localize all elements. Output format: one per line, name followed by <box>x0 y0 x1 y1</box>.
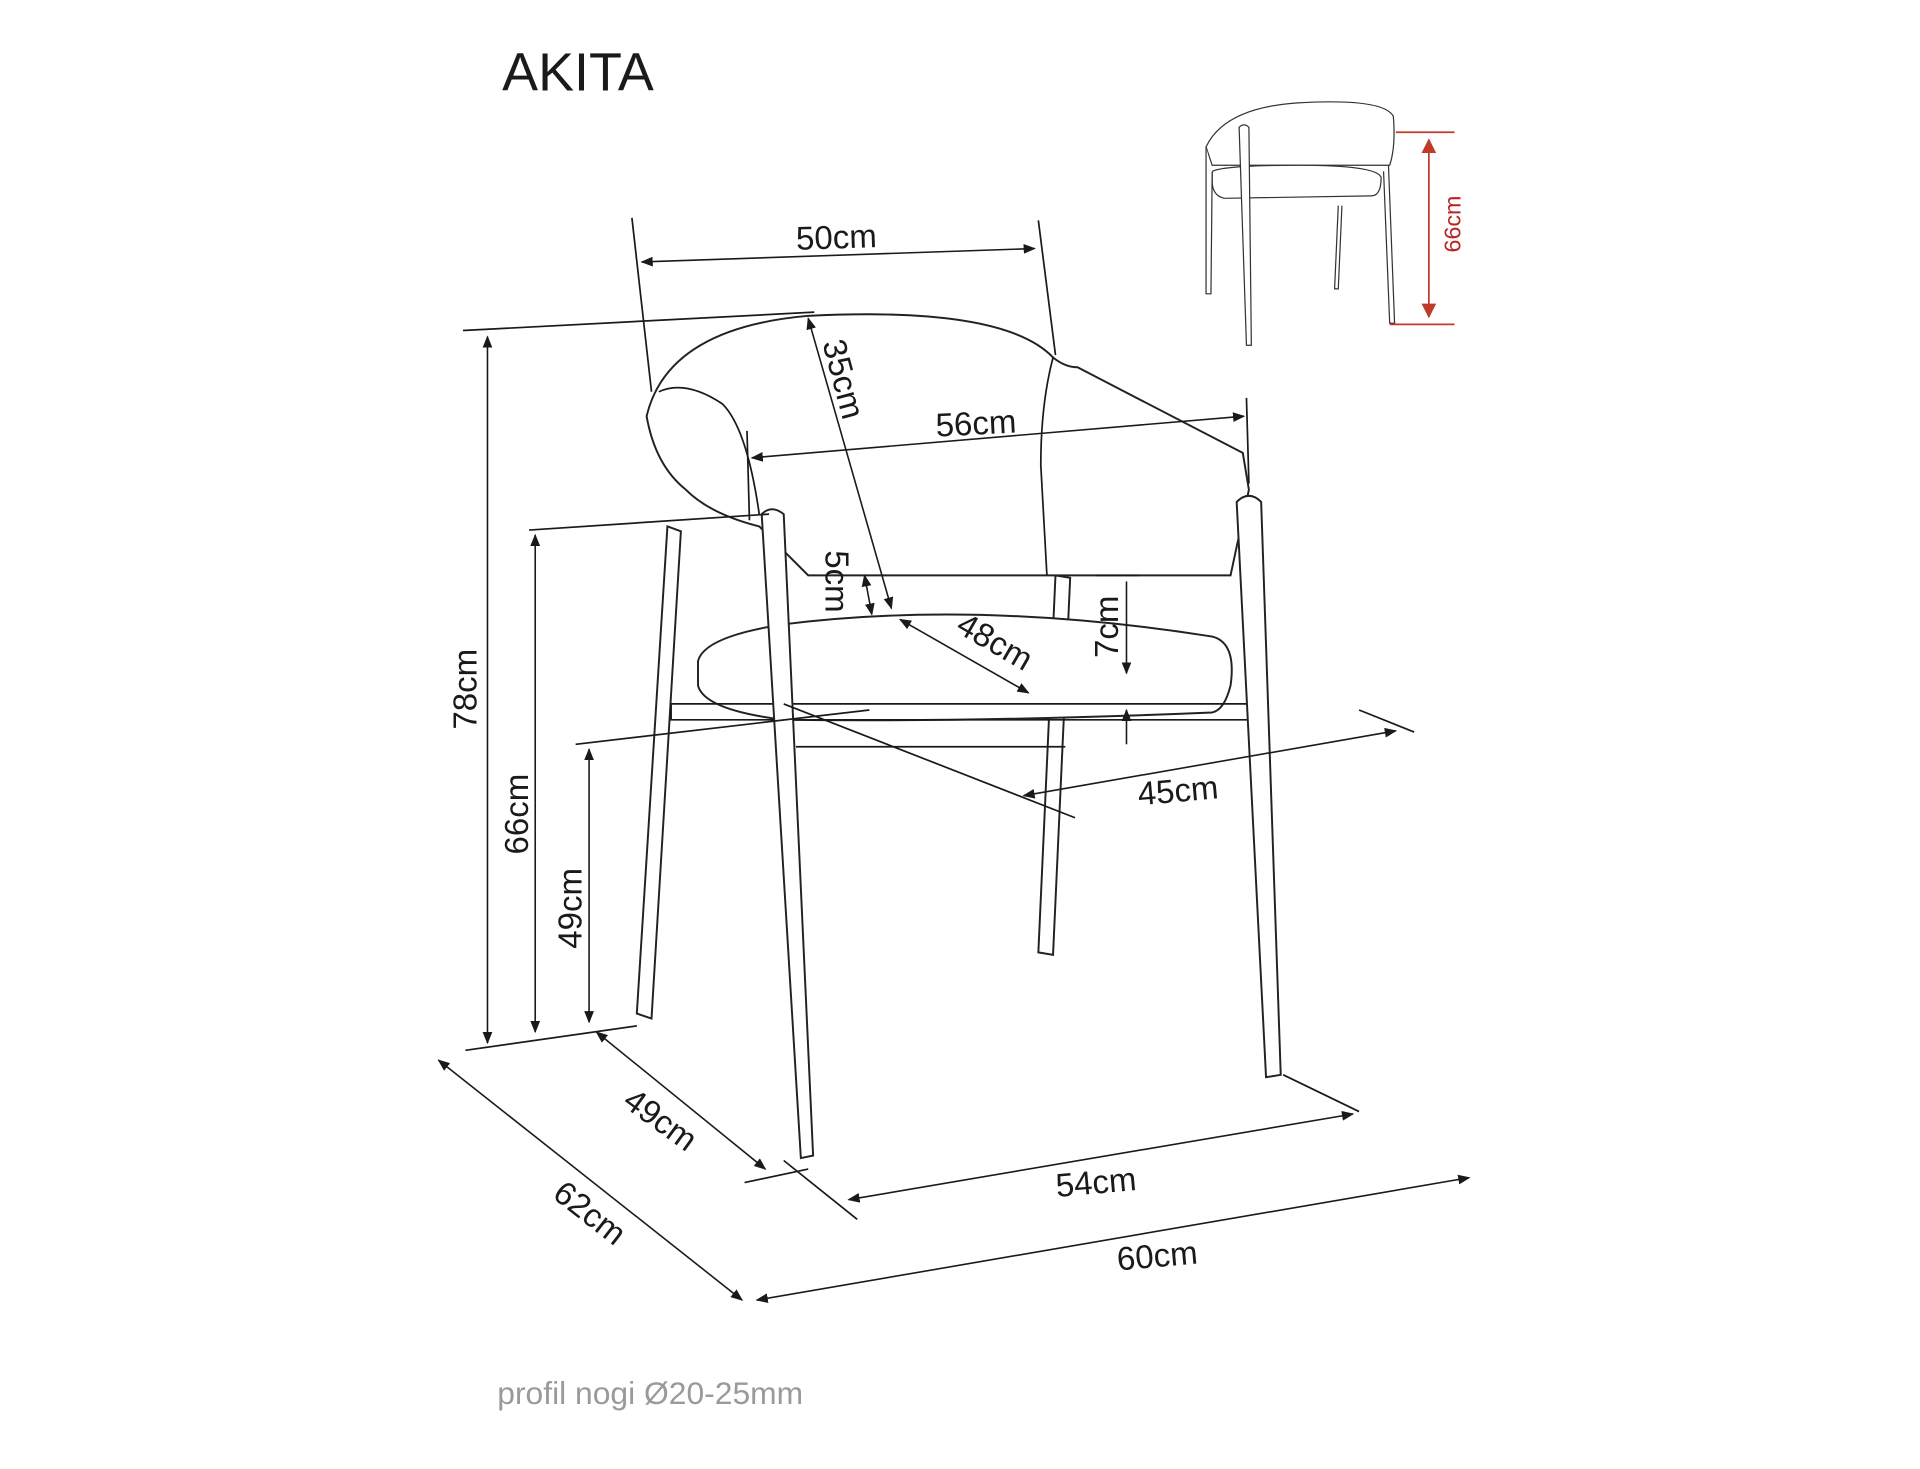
product-title: AKITA <box>502 43 654 103</box>
label-armrest-width: 56cm <box>935 403 1018 444</box>
inset-label-armrest-height: 66cm <box>1440 196 1466 253</box>
label-seat-height: 49cm <box>553 868 590 949</box>
leg-profile-note: profil nogi Ø20-25mm <box>497 1375 803 1411</box>
back-left-leg <box>635 525 682 1020</box>
label-armrest-height: 66cm <box>499 774 536 855</box>
label-backrest-width: 50cm <box>795 218 877 258</box>
front-left-leg <box>760 508 815 1160</box>
label-total-depth: 62cm <box>546 1174 632 1253</box>
inset-back-view: 66cm <box>1205 101 1466 346</box>
label-leg-depth: 49cm <box>617 1081 704 1158</box>
dimension-labels: 50cm 35cm 56cm 5cm 48cm 7cm 45cm 78cm 66… <box>447 218 1219 1278</box>
backrest <box>645 313 1250 577</box>
dimension-lines <box>437 217 1471 1304</box>
label-total-height: 78cm <box>447 649 484 730</box>
label-leg-width: 54cm <box>1054 1161 1138 1205</box>
label-gap: 5cm <box>817 550 854 612</box>
label-seat-width: 45cm <box>1136 769 1220 813</box>
label-total-width: 60cm <box>1115 1235 1199 1279</box>
front-right-leg <box>1235 494 1282 1079</box>
label-seat-cushion: 7cm <box>1089 596 1126 658</box>
